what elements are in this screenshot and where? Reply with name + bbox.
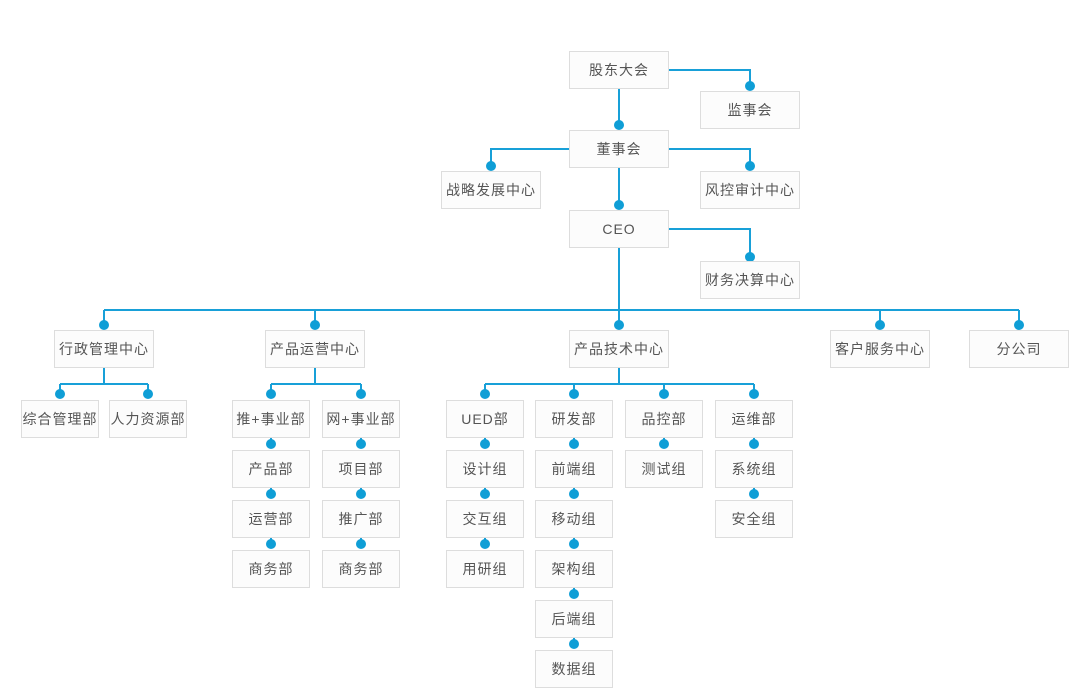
org-node-shareholders-label: 股东大会 (589, 62, 649, 78)
org-node-ceo[interactable]: CEO (569, 210, 669, 248)
org-node-supervisory-board[interactable]: 监事会 (700, 91, 800, 129)
org-node-om-dept[interactable]: 运维部 (715, 400, 793, 438)
org-node-testing-group-label: 测试组 (641, 461, 687, 477)
org-node-data-group-label: 数据组 (551, 661, 597, 677)
org-node-project-dept[interactable]: 项目部 (322, 450, 400, 488)
org-node-business-dept-2[interactable]: 商务部 (322, 550, 400, 588)
org-node-promotion-dept[interactable]: 推广部 (322, 500, 400, 538)
org-node-wang-division-label: 网+事业部 (326, 411, 396, 427)
org-node-business-dept-2-label: 商务部 (338, 561, 384, 577)
org-node-data-group[interactable]: 数据组 (535, 650, 613, 688)
org-node-mobile-group-label: 移动组 (551, 511, 597, 527)
org-node-strategy-center-label: 战略发展中心 (446, 182, 536, 198)
org-node-frontend-group-label: 前端组 (551, 461, 597, 477)
org-node-user-research-group-label: 用研组 (462, 561, 508, 577)
org-node-service-center[interactable]: 客户服务中心 (830, 330, 930, 368)
org-node-testing-group[interactable]: 测试组 (625, 450, 703, 488)
org-node-supervisory-board-label: 监事会 (727, 102, 773, 118)
org-node-risk-audit-center[interactable]: 风控审计中心 (700, 171, 800, 209)
org-node-wang-division[interactable]: 网+事业部 (322, 400, 400, 438)
org-node-mobile-group[interactable]: 移动组 (535, 500, 613, 538)
org-node-tech-center-label: 产品技术中心 (574, 341, 664, 357)
org-node-qc-dept[interactable]: 品控部 (625, 400, 703, 438)
org-node-general-admin-dept[interactable]: 综合管理部 (21, 400, 99, 438)
org-node-ceo-label: CEO (602, 221, 636, 237)
org-node-board-of-directors[interactable]: 董事会 (569, 130, 669, 168)
org-node-architecture-group-label: 架构组 (551, 561, 597, 577)
org-node-tui-division[interactable]: 推+事业部 (232, 400, 310, 438)
org-node-board-of-directors-label: 董事会 (596, 141, 642, 157)
org-node-branch-company-label: 分公司 (996, 341, 1042, 357)
org-node-tui-division-label: 推+事业部 (236, 411, 306, 427)
org-node-ued-dept[interactable]: UED部 (446, 400, 524, 438)
org-node-qc-dept-label: 品控部 (641, 411, 687, 427)
org-node-operation-dept[interactable]: 运营部 (232, 500, 310, 538)
org-node-system-group[interactable]: 系统组 (715, 450, 793, 488)
org-node-system-group-label: 系统组 (731, 461, 777, 477)
org-node-project-dept-label: 项目部 (338, 461, 384, 477)
org-node-ued-dept-label: UED部 (461, 411, 509, 427)
org-node-security-group-label: 安全组 (731, 511, 777, 527)
org-node-strategy-center[interactable]: 战略发展中心 (441, 171, 541, 209)
org-node-finance-center[interactable]: 财务决算中心 (700, 261, 800, 299)
org-node-service-center-label: 客户服务中心 (835, 341, 925, 357)
org-node-branch-company[interactable]: 分公司 (969, 330, 1069, 368)
org-node-backend-group-label: 后端组 (551, 611, 597, 627)
org-node-tech-center[interactable]: 产品技术中心 (569, 330, 669, 368)
org-node-ops-center-label: 产品运营中心 (270, 341, 360, 357)
org-node-architecture-group[interactable]: 架构组 (535, 550, 613, 588)
org-node-admin-center-label: 行政管理中心 (59, 341, 149, 357)
org-node-promotion-dept-label: 推广部 (338, 511, 384, 527)
org-node-risk-audit-center-label: 风控审计中心 (705, 182, 795, 198)
org-node-design-group[interactable]: 设计组 (446, 450, 524, 488)
org-node-shareholders[interactable]: 股东大会 (569, 51, 669, 89)
org-node-om-dept-label: 运维部 (731, 411, 777, 427)
org-node-interaction-group-label: 交互组 (462, 511, 508, 527)
org-node-hr-dept-label: 人力资源部 (110, 411, 186, 427)
org-node-interaction-group[interactable]: 交互组 (446, 500, 524, 538)
org-node-user-research-group[interactable]: 用研组 (446, 550, 524, 588)
org-node-ops-center[interactable]: 产品运营中心 (265, 330, 365, 368)
org-node-finance-center-label: 财务决算中心 (705, 272, 795, 288)
org-node-security-group[interactable]: 安全组 (715, 500, 793, 538)
org-node-business-dept-1[interactable]: 商务部 (232, 550, 310, 588)
org-node-rd-dept[interactable]: 研发部 (535, 400, 613, 438)
org-node-operation-dept-label: 运营部 (248, 511, 294, 527)
org-node-business-dept-1-label: 商务部 (248, 561, 294, 577)
org-node-design-group-label: 设计组 (462, 461, 508, 477)
org-node-admin-center[interactable]: 行政管理中心 (54, 330, 154, 368)
org-node-product-dept-label: 产品部 (248, 461, 294, 477)
org-node-general-admin-dept-label: 综合管理部 (22, 411, 98, 427)
org-node-backend-group[interactable]: 后端组 (535, 600, 613, 638)
org-node-frontend-group[interactable]: 前端组 (535, 450, 613, 488)
org-node-product-dept[interactable]: 产品部 (232, 450, 310, 488)
org-node-rd-dept-label: 研发部 (551, 411, 597, 427)
org-node-hr-dept[interactable]: 人力资源部 (109, 400, 187, 438)
